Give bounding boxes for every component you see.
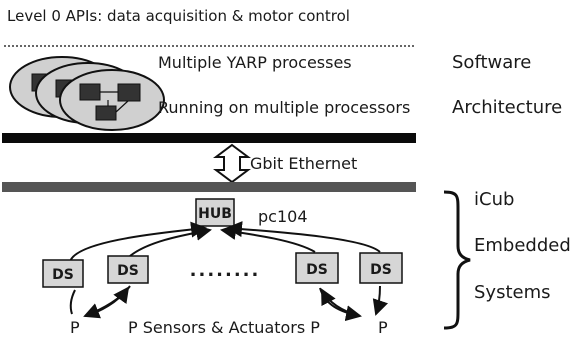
sensor-connections: [69, 285, 389, 322]
curly-brace-icon: [443, 190, 471, 330]
hub-caption: pc104: [258, 207, 308, 226]
processes-line-1: Multiple YARP processes: [158, 53, 352, 72]
ds-box-1: DS: [42, 259, 84, 288]
ethernet-bus-bar: [2, 182, 416, 192]
ellipsis-dots: ........: [190, 260, 261, 281]
embedded-line-3: Systems: [474, 282, 551, 303]
ds-box-4: DS: [359, 252, 403, 284]
embedded-line-2: Embedded: [474, 235, 571, 256]
ds-box-3: DS: [295, 252, 339, 284]
hub-label: HUB: [198, 206, 232, 222]
ds-box-2: DS: [107, 255, 149, 284]
sensor-p-left: P: [70, 318, 80, 337]
ds-box-label: DS: [370, 262, 392, 278]
sensor-p-right: P: [378, 318, 388, 337]
processes-line-2: Running on multiple processors: [158, 98, 410, 117]
hub-connections: [69, 221, 381, 263]
network-label: Gbit Ethernet: [250, 154, 357, 173]
label-software: Software: [452, 52, 531, 73]
page-title: Level 0 APIs: data acquisition & motor c…: [7, 7, 350, 25]
sensors-actuators-label: P Sensors & Actuators P: [128, 318, 320, 337]
ds-box-label: DS: [52, 267, 74, 283]
ds-box-label: DS: [117, 263, 139, 279]
label-architecture: Architecture: [452, 97, 562, 118]
bidirectional-arrow-icon: [213, 143, 251, 184]
ds-box-label: DS: [306, 262, 328, 278]
processor-stack-icon: [9, 56, 165, 131]
software-bus-bar: [2, 133, 416, 143]
embedded-line-1: iCub: [474, 189, 514, 210]
